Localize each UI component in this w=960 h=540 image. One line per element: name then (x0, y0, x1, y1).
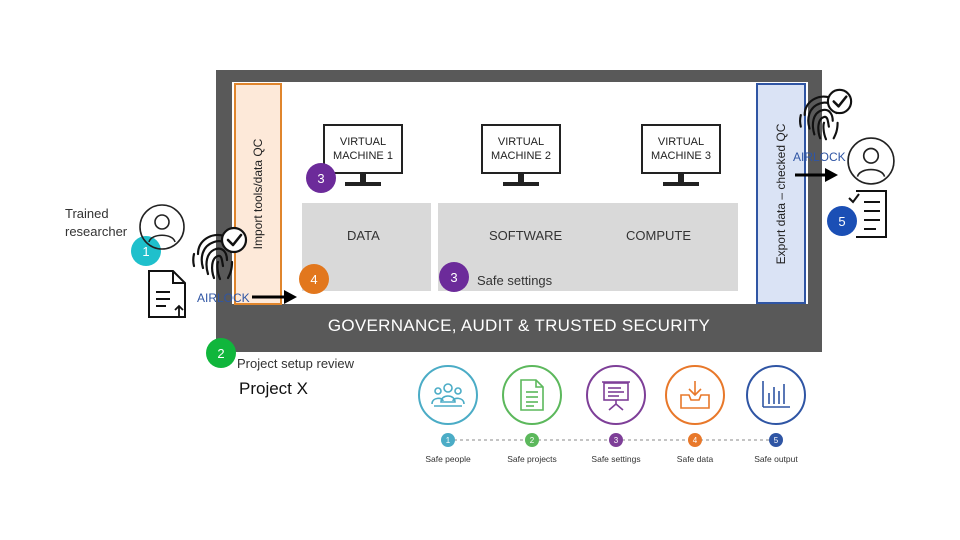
marker-4: 4 (299, 264, 329, 294)
software-label: SOFTWARE (489, 228, 563, 243)
governance-label: GOVERNANCE, AUDIT & TRUSTED SECURITY (327, 316, 711, 335)
safe-data-ring (665, 365, 725, 425)
safe-dot-2: 2 (525, 433, 539, 447)
safe-settings-label: Safe settings (477, 273, 553, 288)
airlock-in-label: AIRLOCK (197, 291, 250, 305)
safe-settings-ring (586, 365, 646, 425)
bar-chart-icon (762, 381, 790, 408)
presentation-icon (602, 381, 630, 411)
airlock-out-label: AIRLOCK (793, 150, 846, 164)
safe-output-label: Safe output (754, 454, 798, 464)
document-icon (148, 270, 186, 318)
fingerprint-icon (192, 226, 248, 281)
import-label: Import tools/data QC (251, 138, 265, 250)
researcher-line-1: Trained (65, 206, 109, 221)
inbox-download-icon (680, 381, 710, 409)
vm-label: VIRTUAL MACHINE 1 (323, 124, 403, 174)
monitor-base (345, 182, 381, 186)
virtual-machine-3: VIRTUAL MACHINE 3 (641, 124, 721, 188)
marker-3-settings: 3 (439, 262, 469, 292)
export-label: Export data – checked QC (774, 123, 788, 264)
safe-projects-ring (502, 365, 562, 425)
monitor-base (503, 182, 539, 186)
data-label: DATA (347, 228, 380, 243)
project-setup-review-label: Project setup review (237, 356, 355, 371)
safe-settings-strip-label: Safe settings (591, 454, 641, 464)
output-user-icon (847, 137, 895, 185)
monitor-neck (360, 174, 366, 182)
monitor-base (663, 182, 699, 186)
safe-people-ring (418, 365, 478, 425)
checklist-icon (848, 190, 887, 238)
marker-5: 5 (827, 206, 857, 236)
people-icon (431, 383, 465, 407)
export-arrow-icon (795, 168, 838, 182)
safe-dot-5: 5 (769, 433, 783, 447)
marker-2: 2 (206, 338, 236, 368)
safe-people-label: Safe people (425, 454, 471, 464)
software-compute-box (438, 203, 738, 291)
virtual-machine-2: VIRTUAL MACHINE 2 (481, 124, 561, 188)
import-arrow-icon (252, 290, 297, 304)
import-strip: Import tools/data QC (234, 83, 282, 305)
monitor-neck (518, 174, 524, 182)
safe-output-ring (746, 365, 806, 425)
five-safes-connector (448, 439, 778, 441)
safe-data-label: Safe data (676, 454, 714, 464)
safe-dot-4: 4 (688, 433, 702, 447)
vm-label: VIRTUAL MACHINE 2 (481, 124, 561, 174)
compute-label: COMPUTE (626, 228, 691, 243)
export-strip: Export data – checked QC (756, 83, 806, 304)
researcher-line-2: researcher (65, 224, 128, 239)
safe-projects-label: Safe projects (507, 454, 557, 464)
safe-dot-3: 3 (609, 433, 623, 447)
fingerprint-export-icon (799, 88, 853, 141)
project-name: Project X (239, 379, 308, 398)
vm-label: VIRTUAL MACHINE 3 (641, 124, 721, 174)
document-icon (520, 379, 544, 411)
researcher-user-icon (139, 204, 185, 250)
monitor-neck (678, 174, 684, 182)
marker-3-vm: 3 (306, 163, 336, 193)
virtual-machine-1: VIRTUAL MACHINE 1 (323, 124, 403, 188)
safe-dot-1: 1 (441, 433, 455, 447)
trained-researcher-label: Trained researcher (65, 205, 127, 241)
